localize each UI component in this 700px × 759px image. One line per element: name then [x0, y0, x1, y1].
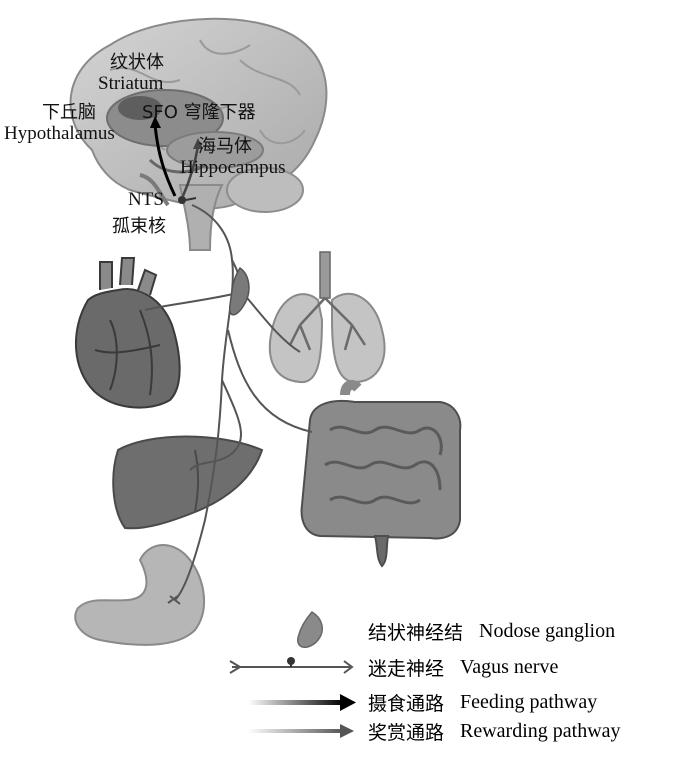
legend-en: Feeding pathway [460, 690, 598, 713]
legend-en: Nodose ganglion [479, 619, 616, 642]
heart [74, 257, 181, 409]
striatum-label-cn: 纹状体 [110, 52, 164, 73]
brain [69, 17, 328, 251]
legend-item-feeding: 摄食通路 Feeding pathway [368, 688, 597, 716]
nerve-line-icon [229, 657, 354, 674]
sfo-label: SFO 穹隆下器 [142, 102, 256, 123]
brain-pathways [150, 116, 203, 204]
lungs [268, 251, 386, 384]
legend-cn: 结状神经结 [368, 621, 464, 644]
legend-item-vagus: 迷走神经 Vagus nerve [368, 653, 558, 681]
black-arrow-icon [248, 694, 356, 711]
legend-symbols [229, 611, 356, 738]
legend-item-rewarding: 奖赏通路 Rewarding pathway [368, 717, 621, 745]
legend-cn: 奖赏通路 [368, 721, 445, 744]
intestines [300, 379, 462, 568]
striatum-label-en: Striatum [98, 73, 164, 94]
legend-item-nodose: 结状神经结 Nodose ganglion [368, 617, 615, 645]
ganglion-icon [297, 611, 323, 648]
legend-en: Rewarding pathway [460, 719, 621, 742]
hippocampus-label-cn: 海马体 [198, 136, 252, 157]
legend-cn: 迷走神经 [368, 657, 445, 680]
liver [112, 435, 264, 530]
nts-label-en: NTS [128, 189, 164, 210]
stomach [74, 544, 206, 646]
legend-en: Vagus nerve [460, 655, 559, 678]
vagus-nerve-paths [144, 204, 313, 605]
nts-label-cn: 孤束核 [112, 216, 166, 237]
hypothalamus-label-cn: 下丘脑 [42, 102, 96, 123]
grey-arrow-icon [248, 724, 354, 738]
legend-cn: 摄食通路 [368, 692, 445, 715]
hypothalamus-label-en: Hypothalamus [4, 123, 115, 144]
hippocampus-label-en: Hippocampus [180, 157, 286, 178]
nodose-ganglion-icon [228, 266, 250, 316]
